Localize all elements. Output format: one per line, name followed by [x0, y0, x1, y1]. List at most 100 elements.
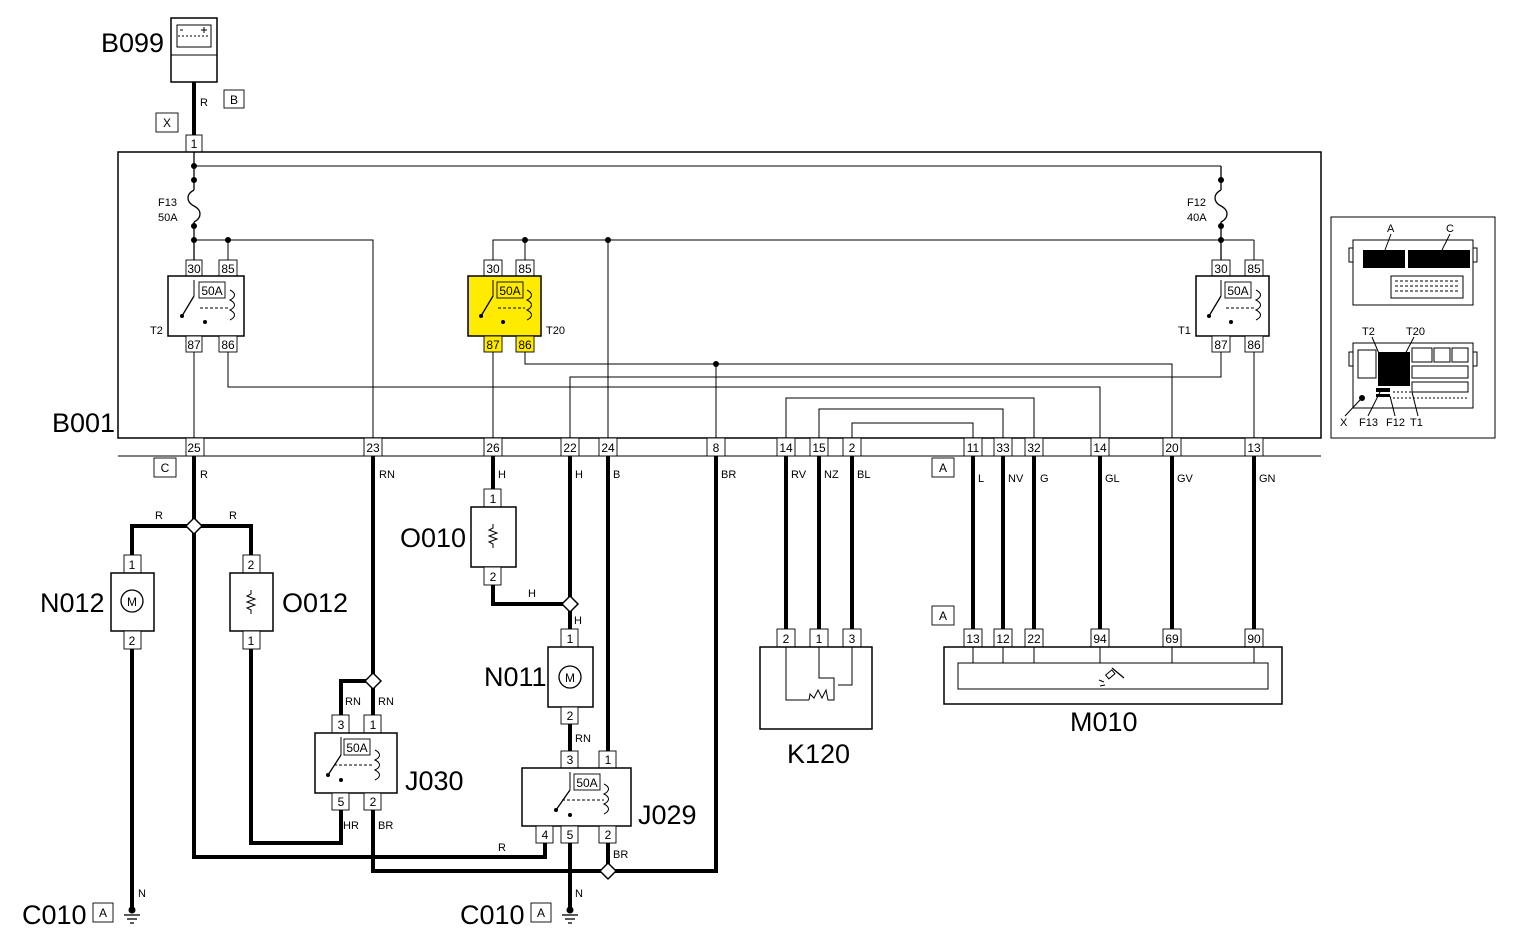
connector-c-label: C — [161, 461, 170, 475]
diagram-label: X — [1340, 417, 1348, 429]
diagram-label: T1 — [1410, 417, 1423, 429]
diagram-label: NZ — [824, 469, 839, 481]
external-wires — [130, 456, 1256, 908]
diagram-label: 2 — [605, 828, 612, 842]
locator-inset: A C T2 T20 X F13 F12 T1 — [1330, 216, 1496, 439]
diagram-label: 30 — [1214, 262, 1228, 276]
diagram-label: C010 — [22, 900, 87, 930]
relay-j030: 3 1 50A 5 2 J030 — [314, 714, 464, 811]
fan-motor-n011: 1 M 2 N011 — [484, 628, 594, 725]
battery-b099: B099 — [101, 17, 218, 83]
diagram-label: C — [1446, 223, 1454, 235]
diagram-label: 5 — [567, 828, 574, 842]
diagram-label: A — [1387, 223, 1395, 235]
diagram-label: 87 — [187, 338, 201, 352]
diagram-label: BR — [721, 469, 736, 481]
diagram-label: 85 — [221, 262, 235, 276]
diagram-label: NV — [1008, 473, 1024, 485]
diagram-label: 13 — [1247, 441, 1261, 455]
diagram-label: 11 — [967, 441, 980, 455]
diagram-label: RN — [379, 469, 395, 481]
fuse-f13-label: F13 — [158, 197, 177, 209]
diagram-label: N — [575, 888, 583, 900]
diagram-label: T20 — [1406, 326, 1425, 338]
relay-t2-label: T2 — [150, 325, 163, 337]
diagram-label: 50A — [346, 741, 367, 755]
relay-t1-label: T1 — [1178, 325, 1191, 337]
relay-j029: 3 1 50A 4 5 2 J029 — [521, 750, 697, 844]
diagram-label: 86 — [518, 338, 532, 352]
diagram-label: H — [528, 588, 536, 600]
fuse-f12-rating: 40A — [1187, 212, 1207, 224]
fuse-f13-rating: 50A — [158, 212, 178, 224]
diagram-label: GL — [1105, 473, 1120, 485]
fan-motor-n011-label: N011 — [484, 662, 547, 692]
diagram-label: BL — [857, 469, 870, 481]
diagram-label: 14 — [1093, 441, 1107, 455]
diagram-label: RN — [345, 696, 361, 708]
splice-diamonds — [184, 516, 618, 881]
diagram-label: 86 — [1247, 338, 1261, 352]
diagram-label: 22 — [563, 441, 577, 455]
diagram-label: H — [575, 469, 583, 481]
diagram-label: 14 — [779, 441, 793, 455]
connector-b-label: B — [230, 93, 238, 107]
potentiometer-icon — [808, 647, 835, 701]
diagram-label: F13 — [1359, 417, 1378, 429]
diagram-label: 1 — [567, 632, 574, 646]
connector-a-label: A — [939, 461, 947, 475]
resistor-o010-label: O010 — [400, 523, 466, 553]
wire-color-labels: R R R RN H H B BR RV NZ BL L NV G GL GV … — [138, 469, 1276, 900]
relay-j029-label: J029 — [638, 800, 697, 830]
connector-a-box — [931, 457, 955, 478]
diagram-label: 23 — [366, 441, 380, 455]
resistor-icon — [487, 524, 499, 548]
diagram-label: GV — [1177, 473, 1194, 485]
diagram-label: 30 — [486, 262, 500, 276]
relay-t20-label: T20 — [546, 325, 565, 337]
diagram-label: 2 — [567, 709, 574, 723]
resistor-icon — [245, 590, 257, 614]
diagram-label: 4 — [542, 828, 549, 842]
fan-motor-n012: 1 M 2 N012 — [40, 554, 155, 650]
resistor-o010: 1 2 O010 — [400, 488, 517, 586]
diagram-label: 8 — [713, 441, 720, 455]
diagram-label: N — [138, 888, 146, 900]
battery-label: B099 — [101, 28, 164, 58]
diagram-label: 2 — [783, 632, 790, 646]
diagram-label: BR — [378, 820, 393, 832]
b001-pin-strip: 25 23 26 22 24 8 14 15 2 11 33 32 14 20 … — [185, 437, 1264, 457]
injector-icon — [1098, 667, 1125, 687]
diagram-label: 32 — [1027, 441, 1041, 455]
diagram-label: R — [229, 510, 237, 522]
diagram-label: 87 — [486, 338, 500, 352]
diagram-label: H — [498, 469, 506, 481]
diagram-label: 22 — [1027, 632, 1041, 646]
diagram-label: 90 — [1247, 632, 1261, 646]
diagram-label: 24 — [601, 441, 615, 455]
connector-x-label: X — [163, 116, 171, 130]
diagram-label: 12 — [996, 632, 1010, 646]
diagram-label: R — [200, 469, 208, 481]
diagram-label: 3 — [567, 753, 574, 767]
junction-dots — [191, 163, 1224, 367]
diagram-label: 3 — [849, 632, 856, 646]
diagram-label: 50A — [1227, 284, 1248, 298]
diagram-label: 50A — [201, 284, 222, 298]
diagram-label: 85 — [1247, 262, 1261, 276]
diagram-label: 2 — [490, 570, 497, 584]
resistor-o012-label: O012 — [282, 588, 348, 618]
diagram-label: HR — [343, 820, 359, 832]
diagram-label: B — [613, 469, 620, 481]
diagram-label: R — [498, 842, 506, 854]
wire-color-label: R — [200, 97, 208, 109]
relay-t2: 30 85 50A 87 86 T2 — [150, 259, 245, 353]
motor-icon: M — [127, 595, 137, 609]
relay-t20: 30 85 50A 87 86 T20 — [467, 259, 565, 353]
ecu-m010-label: M010 — [1070, 707, 1138, 737]
diagram-label: RN — [378, 696, 394, 708]
fuse-box-label: B001 — [52, 408, 115, 438]
diagram-label: 1 — [490, 492, 497, 506]
diagram-label: A — [939, 609, 947, 623]
